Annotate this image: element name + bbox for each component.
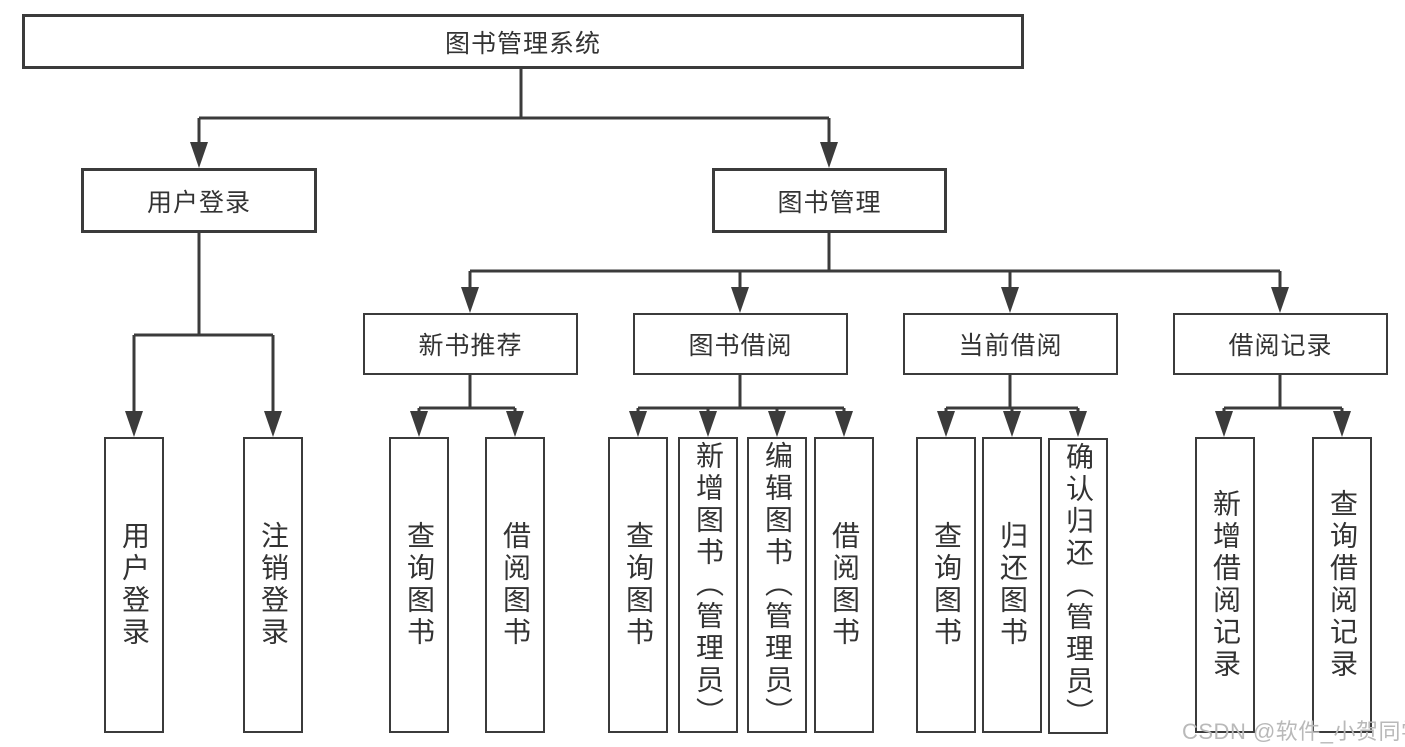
node-borrowing-records: 借阅记录 [1173,313,1388,375]
node-label: 归还图书 [997,521,1028,649]
leaf-current-query-book: 查询图书 [916,437,976,733]
leaf-borrow-borrow-book: 借阅图书 [814,437,874,733]
node-label: 新增借阅记录 [1210,489,1241,681]
node-label: 新书推荐 [418,332,523,360]
node-label: 当前借阅 [958,332,1063,360]
csdn-watermark: CSDN @软件_小贺同学 [1182,719,1405,744]
node-current-borrowing: 当前借阅 [903,313,1118,375]
node-library-management-system: 图书管理系统 [22,14,1024,69]
leaf-logout-login: 注销登录 [243,437,303,733]
node-label: 新增图书（管理员） [693,441,724,729]
leaf-recommend-query-book: 查询图书 [389,437,449,733]
node-label: 查询图书 [404,521,435,649]
node-new-book-recommend: 新书推荐 [363,313,578,375]
node-label: 图书管理系统 [444,29,601,58]
node-label: 编辑图书（管理员） [762,441,793,729]
node-user-login: 用户登录 [81,168,317,233]
node-label: 查询图书 [623,521,654,649]
node-label: 用户登录 [146,188,251,217]
node-label: 注销登录 [258,521,289,649]
leaf-current-return-book: 归还图书 [982,437,1042,733]
node-book-borrowing: 图书借阅 [633,313,848,375]
node-label: 查询借阅记录 [1327,489,1358,681]
leaf-records-add-record: 新增借阅记录 [1195,437,1255,733]
node-label: 确认归还（管理员） [1063,442,1094,730]
leaf-borrow-edit-book-admin: 编辑图书（管理员） [747,437,807,733]
node-book-management: 图书管理 [712,168,947,233]
leaf-borrow-add-book-admin: 新增图书（管理员） [678,437,738,733]
leaf-user-login: 用户登录 [104,437,164,733]
node-label: 借阅图书 [500,521,531,649]
node-label: 图书管理 [777,188,882,217]
leaf-recommend-borrow-book: 借阅图书 [485,437,545,733]
node-label: 借阅记录 [1228,332,1333,360]
node-label: 查询图书 [931,521,962,649]
node-label: 借阅图书 [829,521,860,649]
node-label: 图书借阅 [688,332,793,360]
leaf-current-confirm-return-admin: 确认归还（管理员） [1048,438,1108,734]
leaf-records-query-record: 查询借阅记录 [1312,437,1372,733]
node-label: 用户登录 [119,521,150,649]
leaf-borrow-query-book: 查询图书 [608,437,668,733]
